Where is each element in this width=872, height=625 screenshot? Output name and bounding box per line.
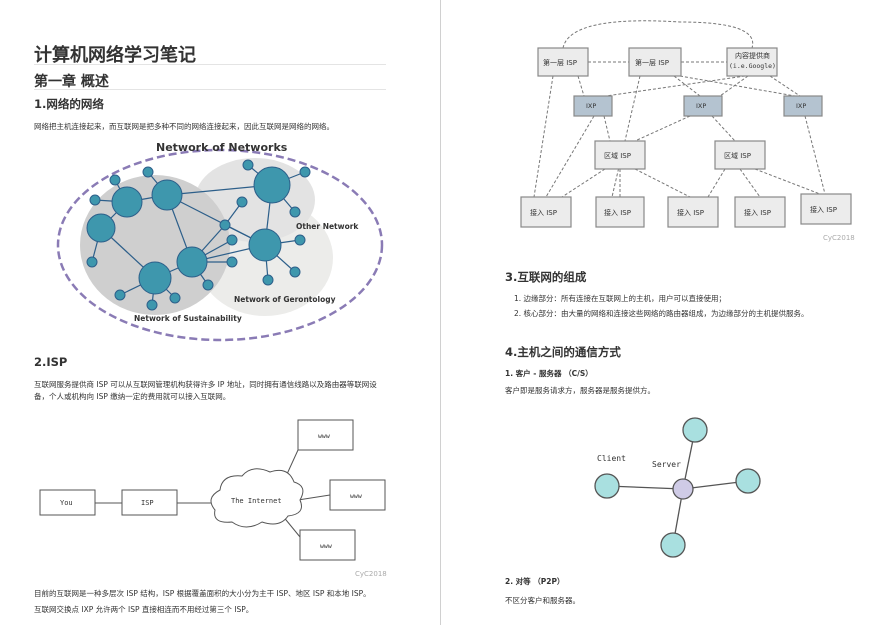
client-node bbox=[660, 532, 686, 558]
ixp-label: IXP bbox=[586, 102, 597, 110]
chapter-rule bbox=[34, 89, 386, 90]
label-sustainability: Network of Sustainability bbox=[134, 314, 242, 323]
label-other-network: Other Network bbox=[296, 222, 359, 231]
section1-text: 网络把主机连接起来，而互联网是把多种不同的网络连接起来，因此互联网是网络的网络。 bbox=[34, 122, 334, 131]
figure-title: Network of Networks bbox=[156, 141, 288, 154]
client-label: Client bbox=[597, 454, 626, 463]
label-gerontology: Network of Gerontology bbox=[234, 295, 336, 304]
client-node bbox=[682, 417, 708, 443]
www-label: www bbox=[318, 432, 330, 440]
access-isp-label: 接入 ISP bbox=[530, 209, 557, 217]
watermark: CyC2018 bbox=[823, 234, 855, 242]
access-isp-box bbox=[595, 196, 645, 228]
isp-box bbox=[121, 489, 178, 516]
watermark: CyC2018 bbox=[355, 570, 387, 578]
section4-heading: 4.主机之间的通信方式 bbox=[505, 345, 621, 359]
isp-hierarchy-figure bbox=[533, 20, 826, 198]
list-item: 1. 边缘部分：所有连接在互联网上的主机，用户可以直接使用； bbox=[514, 294, 727, 303]
access-isp-label: 接入 ISP bbox=[810, 206, 837, 214]
client-node bbox=[735, 468, 761, 494]
network-of-networks-figure bbox=[56, 148, 384, 342]
document-title: 计算机网络学习笔记 bbox=[34, 45, 196, 66]
list-item: 2. 核心部分：由大量的网络和连接这些网络的路由器组成，为边缘部分的主机提供服务… bbox=[514, 309, 809, 318]
isp-figure bbox=[39, 419, 386, 561]
www-label: www bbox=[350, 492, 362, 500]
www-box bbox=[329, 479, 386, 511]
internet-cloud bbox=[210, 468, 304, 528]
hub-node bbox=[248, 228, 282, 262]
www-box bbox=[297, 419, 354, 451]
section2-text-line1: 互联网服务提供商 ISP 可以从互联网管理机构获得许多 IP 地址，同时拥有通信… bbox=[34, 380, 377, 389]
network-nodes bbox=[86, 159, 311, 311]
content-provider-box bbox=[726, 47, 778, 77]
server-node bbox=[672, 478, 694, 500]
ixp-box bbox=[783, 95, 823, 117]
tier1-isp-box bbox=[537, 47, 589, 77]
access-isp-label: 接入 ISP bbox=[677, 209, 704, 217]
you-label: You bbox=[60, 499, 73, 507]
hub-node bbox=[176, 246, 208, 278]
isp-label: ISP bbox=[141, 499, 154, 507]
hub-node bbox=[111, 186, 143, 218]
tier1-isp-box bbox=[628, 47, 682, 77]
cs-text: 客户即是服务请求方，服务器是服务提供方。 bbox=[505, 386, 655, 395]
page-divider bbox=[440, 0, 441, 625]
isp-structure-text: 目前的互联网是一种多层次 ISP 结构，ISP 根据覆盖面积的大小分为主干 IS… bbox=[34, 589, 371, 598]
access-isp-box bbox=[800, 193, 852, 225]
section2-text-line2: 备，个人或机构向 ISP 缴纳一定的费用就可以接入互联网。 bbox=[34, 392, 231, 401]
www-label: www bbox=[320, 542, 332, 550]
isp-hierarchy-boxes bbox=[520, 47, 852, 228]
regional-isp-label: 区域 ISP bbox=[724, 152, 751, 160]
ixp-box bbox=[683, 95, 723, 117]
tier1-isp-label: 第一层 ISP bbox=[635, 59, 669, 67]
access-isp-label: 接入 ISP bbox=[604, 209, 631, 217]
ixp-label: IXP bbox=[696, 102, 707, 110]
content-provider-label: 内容提供商 bbox=[735, 52, 770, 60]
ixp-text: 互联网交换点 IXP 允许两个 ISP 直接相连而不用经过第三个 ISP。 bbox=[34, 605, 254, 614]
access-isp-label: 接入 ISP bbox=[744, 209, 771, 217]
chapter-heading: 第一章 概述 bbox=[34, 74, 109, 90]
ixp-label: IXP bbox=[796, 102, 807, 110]
title-rule bbox=[34, 64, 386, 65]
tier1-isp-label: 第一层 ISP bbox=[543, 59, 577, 67]
regional-isp-box bbox=[594, 140, 646, 170]
internet-label: The Internet bbox=[231, 497, 282, 505]
section2-heading: 2.ISP bbox=[34, 355, 68, 369]
client-server-figure bbox=[594, 417, 761, 558]
hub-node bbox=[253, 166, 291, 204]
regional-isp-label: 区域 ISP bbox=[604, 152, 631, 160]
access-isp-box bbox=[734, 196, 786, 228]
access-isp-box bbox=[667, 196, 719, 228]
hub-node bbox=[151, 179, 183, 211]
client-node bbox=[594, 473, 620, 499]
p2p-heading: 2. 对等 （P2P） bbox=[505, 577, 565, 586]
section3-heading: 3.互联网的组成 bbox=[505, 270, 587, 284]
regional-isp-box bbox=[714, 140, 766, 170]
cs-heading: 1. 客户 - 服务器 （C/S） bbox=[505, 369, 593, 378]
you-box bbox=[39, 489, 96, 516]
www-box bbox=[299, 529, 356, 561]
section1-heading: 1.网络的网络 bbox=[34, 97, 104, 111]
p2p-text: 不区分客户和服务器。 bbox=[505, 596, 580, 605]
access-isp-box bbox=[520, 196, 572, 228]
ixp-box bbox=[573, 95, 613, 117]
hub-node bbox=[86, 213, 116, 243]
hub-node bbox=[138, 261, 172, 295]
server-label: Server bbox=[652, 460, 681, 469]
content-provider-example: (i.e.Google) bbox=[729, 62, 776, 70]
